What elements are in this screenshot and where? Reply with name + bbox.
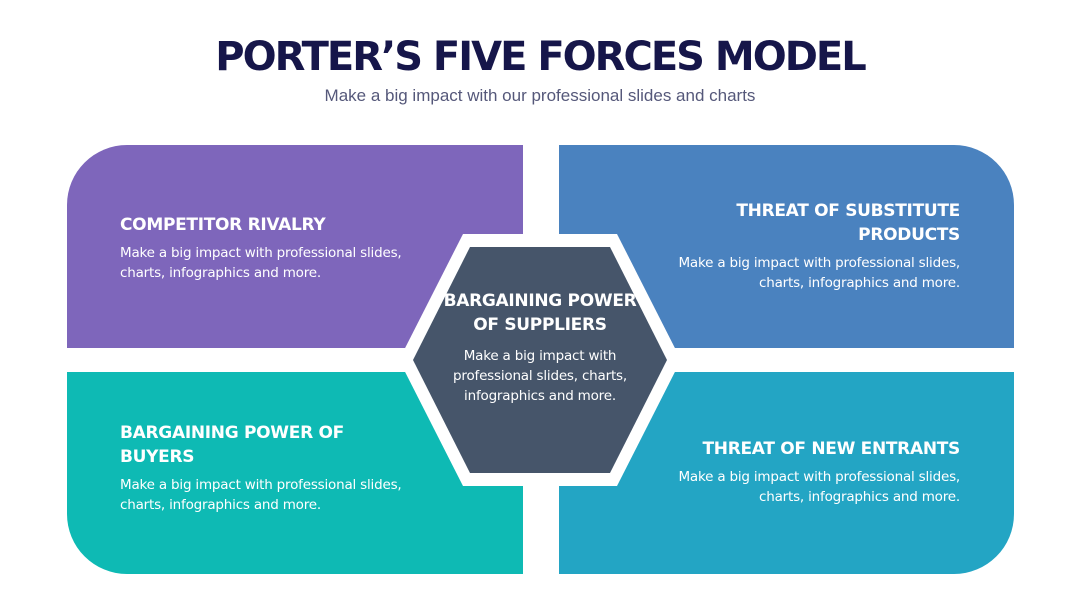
buyers-title: BARGAINING POWER OF BUYERS	[120, 423, 344, 467]
suppliers-title: BARGAINING POWER OF SUPPLIERS	[443, 291, 637, 335]
competitor-rivalry-block: COMPETITOR RIVALRY Make a big impact wit…	[120, 213, 420, 283]
threat-substitute-title: THREAT OF SUBSTITUTE PRODUCTS	[736, 201, 960, 245]
page-subtitle: Make a big impact with our professional …	[324, 86, 756, 105]
new-entrants-title: THREAT OF NEW ENTRANTS	[702, 439, 960, 459]
page-title: PORTER’S FIVE FORCES MODEL	[215, 34, 866, 80]
competitor-rivalry-title: COMPETITOR RIVALRY	[120, 215, 326, 235]
buyers-block: BARGAINING POWER OF BUYERS Make a big im…	[120, 421, 420, 515]
competitor-rivalry-text: Make a big impact with professional slid…	[120, 245, 402, 281]
new-entrants-text: Make a big impact with professional slid…	[678, 469, 960, 505]
threat-substitute-text: Make a big impact with professional slid…	[678, 255, 960, 291]
new-entrants-block: THREAT OF NEW ENTRANTS Make a big impact…	[660, 437, 960, 507]
suppliers-block: BARGAINING POWER OF SUPPLIERS Make a big…	[440, 289, 640, 406]
buyers-text: Make a big impact with professional slid…	[120, 477, 402, 513]
suppliers-text: Make a big impact with professional slid…	[453, 348, 627, 404]
threat-substitute-block: THREAT OF SUBSTITUTE PRODUCTS Make a big…	[660, 199, 960, 293]
